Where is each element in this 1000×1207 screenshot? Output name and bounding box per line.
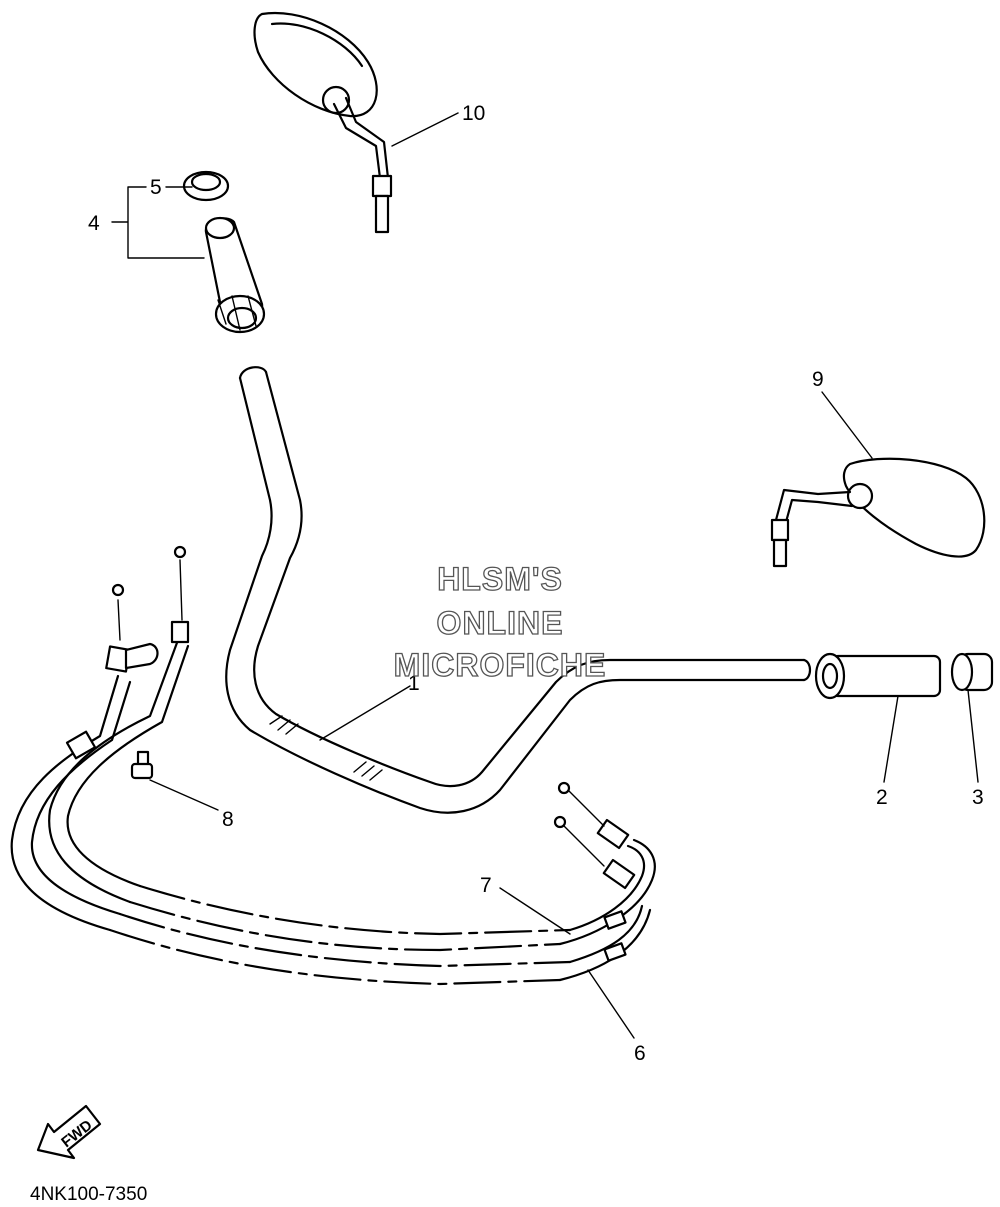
right-mirror: [770, 457, 986, 568]
callout-3: 3: [972, 786, 984, 809]
callout-4: 4: [88, 212, 100, 235]
callout-1: 1: [408, 672, 420, 695]
callout-9: 9: [812, 368, 824, 391]
forward-direction-arrow: FWD: [36, 1104, 102, 1160]
callout-labels: 10 5 4 9 1 2 3 8 7 6: [88, 102, 984, 1065]
watermark-line-2: ONLINE: [437, 605, 564, 641]
left-grip-assembly: [182, 170, 266, 334]
leader-lines: [111, 112, 979, 1039]
right-grip: [814, 652, 942, 700]
right-grip-cap: [950, 652, 994, 692]
left-mirror: [253, 11, 393, 234]
watermark-line-1: HLSM'S: [437, 561, 563, 597]
callout-8: 8: [222, 808, 234, 831]
throttle-cables: [10, 545, 656, 986]
callout-6: 6: [634, 1042, 646, 1065]
callout-7: 7: [480, 874, 492, 897]
diagram-part-code: 4NK100-7350: [30, 1184, 147, 1205]
watermark-line-3: MICROFICHE: [394, 647, 607, 683]
cable-bolt: [130, 750, 154, 780]
callout-5: 5: [150, 176, 162, 199]
watermark: HLSM'S ONLINE MICROFICHE: [393, 560, 607, 683]
callout-2: 2: [876, 786, 888, 809]
handlebar: [225, 366, 812, 814]
callout-10: 10: [462, 102, 485, 125]
